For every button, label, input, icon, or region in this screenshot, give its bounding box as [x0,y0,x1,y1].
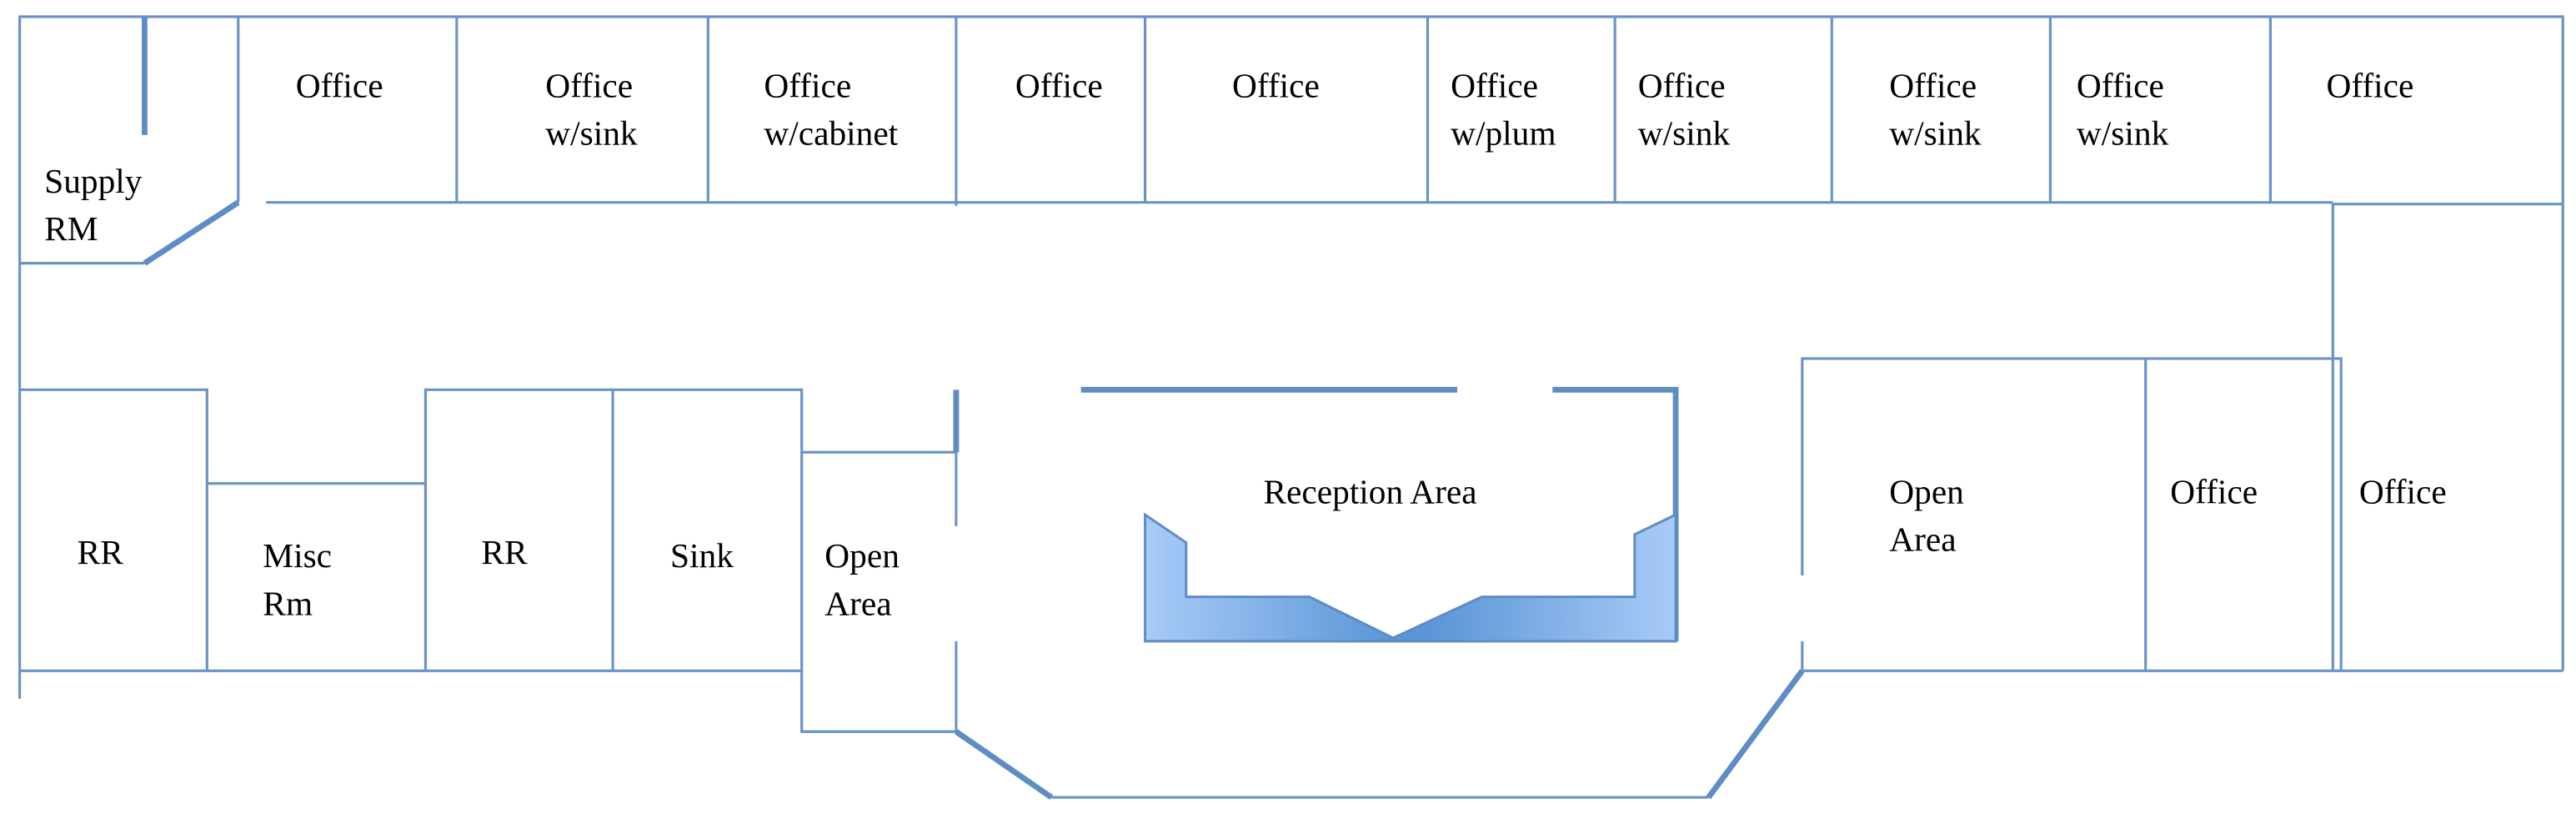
reception-desk [1144,512,1677,643]
label-reception-area: Reception Area [1263,472,1476,510]
label-rr-1: RR [78,533,124,571]
label-office-4: Office [2326,67,2413,105]
label-office-2: Office [1015,67,1103,105]
label-sink: Sink [670,536,734,575]
label-office-1: Office [296,67,383,105]
label-office-3: Office [1232,67,1320,105]
label-rr-2: RR [481,533,528,571]
label-office-5: Office [2170,472,2258,510]
walls [18,15,2564,800]
label-office-6: Office [2359,472,2447,510]
